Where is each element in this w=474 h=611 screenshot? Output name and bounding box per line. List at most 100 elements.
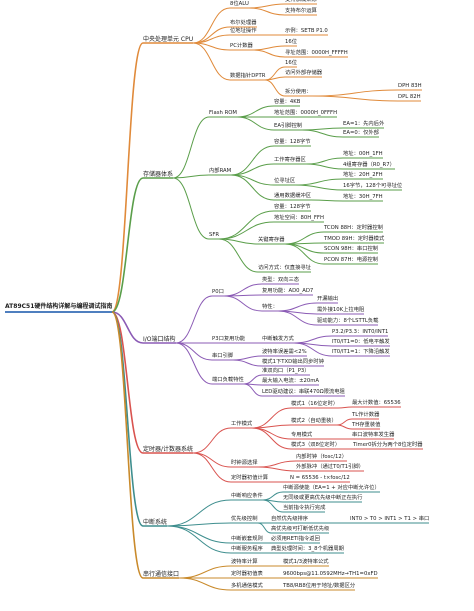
subtopic: 内部时钟（fosc/12）: [296, 454, 348, 460]
connector: [251, 427, 292, 450]
branch-topic: 定时器/计数器系统: [143, 446, 194, 453]
subtopic: 典型处理时间：3_8个机器周期: [271, 546, 344, 552]
subtopic: 地址空间：80H_FFH: [274, 215, 324, 221]
connector: [192, 452, 232, 468]
branch-topic: 中断系统: [143, 519, 168, 526]
connector: [166, 525, 232, 554]
connector: [166, 525, 232, 544]
connector: [305, 157, 344, 165]
subtopic: EA=1：先内后外: [343, 121, 385, 127]
subtopic: 16字节，128个可寻址位: [343, 183, 403, 189]
subtopic: N = 65536 - t×fosc/12: [290, 475, 350, 481]
connector: [294, 178, 344, 186]
subtopic: 模式2（自动重装）: [291, 418, 337, 424]
connector: [178, 577, 232, 591]
connector: [236, 105, 275, 118]
subtopic: 端口负载特性: [212, 377, 244, 383]
connector: [336, 418, 353, 426]
subtopic: P3.2/P3.3：INT0/INT1: [332, 329, 389, 335]
connector: [218, 210, 275, 240]
root-topic: AT89C51硬件结构详解与编程调试指南: [5, 303, 113, 313]
connector: [252, 45, 286, 51]
subtopic: 地址：00H_1FH: [343, 151, 383, 157]
subtopic: EA引脚控制: [274, 123, 303, 129]
connector: [111, 311, 144, 454]
subtopic: 类型：双向三态: [262, 277, 300, 283]
connector: [336, 424, 353, 430]
subtopic: TL作计数器: [352, 412, 380, 418]
connector: [175, 295, 213, 344]
connector: [277, 310, 318, 326]
connector: [218, 221, 275, 240]
connector: [311, 89, 399, 97]
connector: [294, 184, 344, 191]
subtopic: TH存重装值: [352, 422, 381, 428]
subtopic: 多机通信模式: [231, 583, 263, 589]
subtopic: 容量：128字节: [274, 204, 311, 210]
connector: [248, 3, 286, 9]
connector: [223, 283, 263, 297]
connector: [218, 238, 259, 273]
subtopic: 4组寄存器（R0_R7）: [343, 162, 395, 168]
subtopic: DPH 83H: [398, 83, 422, 89]
subtopic: 自然优先级排序: [271, 516, 309, 522]
subtopic: 最大计数值：65536: [352, 400, 401, 406]
subtopic: 地址：30H_7FH: [343, 194, 383, 200]
subtopic: 模式1（16位定时）: [291, 401, 339, 407]
subtopic: 容量：4KB: [274, 99, 301, 105]
subtopic: 复用功能：AD0_AD7: [262, 288, 314, 294]
connector: [310, 199, 344, 202]
subtopic: 中断响应条件: [231, 493, 263, 499]
connector: [248, 7, 286, 16]
connector: [305, 163, 344, 170]
subtopic: PCON 87H：电源控制: [324, 257, 378, 263]
subtopic: 16位: [285, 39, 298, 45]
branch-topic: 中央处理单元 CPU: [143, 36, 194, 43]
subtopic: DPL 82H: [398, 94, 421, 100]
subtopic: 专用模式: [291, 432, 313, 438]
connector: [192, 7, 231, 44]
subtopic: 优先级控制: [231, 516, 258, 522]
connector: [166, 499, 232, 527]
subtopic: 需外接10K上拉电阻: [317, 307, 365, 313]
connector: [230, 174, 275, 186]
connector: [262, 499, 284, 513]
connector: [243, 374, 263, 385]
subtopic: 串口波特率发生器: [352, 432, 395, 438]
subtopic: P0口: [212, 289, 224, 295]
subtopic: 位地址操作: [230, 28, 257, 34]
connector: [111, 311, 144, 527]
subtopic: Flash ROM: [209, 110, 237, 116]
subtopic: 支持加减乘除: [285, 0, 317, 3]
connector: [243, 383, 263, 397]
subtopic: 支持布尔运算: [285, 8, 317, 14]
connector: [262, 491, 284, 501]
subtopic: 定时器初值计算: [231, 475, 269, 481]
subtopic: 无同级或更高优先级中断正在执行: [283, 495, 363, 501]
subtopic: 8位ALU: [230, 1, 249, 7]
connector: [230, 163, 275, 176]
connector: [230, 174, 275, 201]
branch-topic: 串行通信接口: [143, 571, 180, 578]
connector: [111, 42, 144, 313]
subtopic: 位寻址区: [274, 178, 296, 184]
subtopic: 地址：20H_2FH: [343, 172, 383, 178]
subtopic: 地址范围：0000H_0FFFH: [274, 110, 338, 116]
subtopic: 最大输入电流：±20mA: [262, 378, 320, 384]
connector: [230, 145, 275, 176]
subtopic: PC计数器: [230, 43, 253, 49]
subtopic: 模式1下TXD输出同步时钟: [262, 359, 324, 365]
subtopic: SCON 98H：串口控制: [324, 246, 379, 252]
connector: [175, 342, 213, 361]
connector: [192, 427, 232, 454]
connector: [252, 49, 286, 58]
connector: [236, 116, 275, 131]
subtopic: 中断触发方式: [262, 336, 294, 342]
connector: [284, 243, 325, 265]
subtopic: 内部RAM: [209, 168, 232, 174]
subtopic: 波特率计算: [231, 559, 258, 565]
subtopic: 中断服务程序: [231, 546, 263, 552]
connector: [284, 231, 325, 245]
connector: [337, 406, 353, 409]
connector: [251, 424, 292, 429]
